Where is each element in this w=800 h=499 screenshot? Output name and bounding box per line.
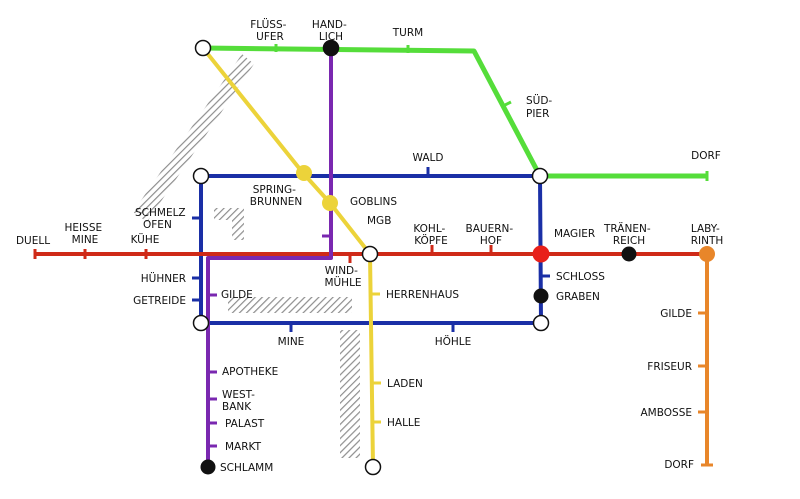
green-line [202, 45, 707, 179]
node-green-yellow-terminus[interactable] [194, 39, 212, 57]
hatch-diagonal-band [133, 54, 254, 222]
label-gilde-east: GILDE [660, 308, 692, 320]
label-duell: DUELL [16, 235, 50, 247]
purple-line [206, 48, 333, 467]
label-kohlkoepfe: KOHL- KÖPFE [413, 223, 448, 247]
node-blue-nw[interactable] [192, 167, 210, 185]
label-dorf-east: DORF [691, 150, 721, 162]
label-herrenhaus: HERRENHAUS [386, 289, 459, 301]
node-labyrinth[interactable] [699, 246, 715, 262]
node-blue-ne[interactable] [531, 167, 549, 185]
label-palast: PALAST [225, 418, 265, 430]
label-traenenreich: TRÄNEN- REICH [603, 222, 654, 247]
label-laden: LADEN [387, 378, 423, 390]
label-goblins: GOBLINS [350, 196, 397, 208]
label-graben: GRABEN [556, 291, 600, 303]
label-wald: WALD [413, 152, 444, 164]
label-schmelzofen: SCHMELZ OFEN [135, 207, 189, 231]
label-heisse-mine: HEISSE MINE [65, 222, 106, 246]
label-magier: MAGIER [554, 228, 595, 240]
label-hoehle: HÖHLE [435, 335, 472, 348]
label-windmuehle: WIND- MÜHLE [324, 265, 361, 289]
station-labels: FLÜSS- UFER HAND- LICH TURM SÜD- PIER DO… [16, 18, 723, 474]
label-kuehe: KÜHE [131, 233, 160, 246]
label-apotheke: APOTHEKE [222, 366, 278, 378]
station-nodes [192, 39, 715, 476]
node-handlich[interactable] [322, 39, 340, 57]
station-ticks [33, 44, 713, 467]
node-springbrunnen[interactable] [296, 165, 312, 181]
hatch-bend-west [214, 208, 244, 240]
node-magier[interactable] [532, 245, 550, 263]
hatch-band-vertical [340, 330, 360, 458]
node-blue-se[interactable] [532, 314, 550, 332]
label-getreide: GETREIDE [133, 295, 186, 307]
label-springbrunnen: SPRING- BRUNNEN [250, 184, 302, 208]
node-schlamm[interactable] [200, 459, 216, 475]
label-huehner: HÜHNER [141, 272, 186, 285]
label-bauernhof: BAUERN- HOF [466, 223, 517, 247]
terrain-hatching [133, 54, 360, 458]
label-markt: MARKT [225, 441, 262, 453]
label-labyrinth: LABY- RINTH [691, 223, 724, 247]
label-schlamm: SCHLAMM [220, 462, 273, 474]
label-mine: MINE [278, 336, 305, 348]
label-dorf-south: DORF [664, 459, 694, 471]
label-turm: TURM [392, 27, 423, 39]
node-traenenreich[interactable] [621, 246, 637, 262]
node-windmuehle[interactable] [361, 245, 379, 263]
label-halle: HALLE [387, 417, 420, 429]
label-ambosse: AMBOSSE [641, 407, 693, 419]
tick-suedpier [502, 100, 512, 108]
label-handlich: HAND- LICH [312, 19, 350, 43]
label-suedpier: SÜD- PIER [526, 94, 556, 120]
label-flussufer: FLÜSS- UFER [250, 18, 290, 43]
label-westbank: WEST- BANK [222, 389, 258, 413]
label-mgb: MGB [367, 215, 391, 227]
label-friseur: FRISEUR [647, 361, 692, 373]
node-blue-sw[interactable] [192, 314, 210, 332]
label-gilde-west: GILDE [221, 289, 253, 301]
node-graben[interactable] [533, 288, 549, 304]
hatch-block-center [228, 297, 352, 313]
node-yellow-terminus-south[interactable] [364, 458, 382, 476]
node-goblins[interactable] [322, 195, 338, 211]
label-schloss: SCHLOSS [556, 271, 605, 283]
